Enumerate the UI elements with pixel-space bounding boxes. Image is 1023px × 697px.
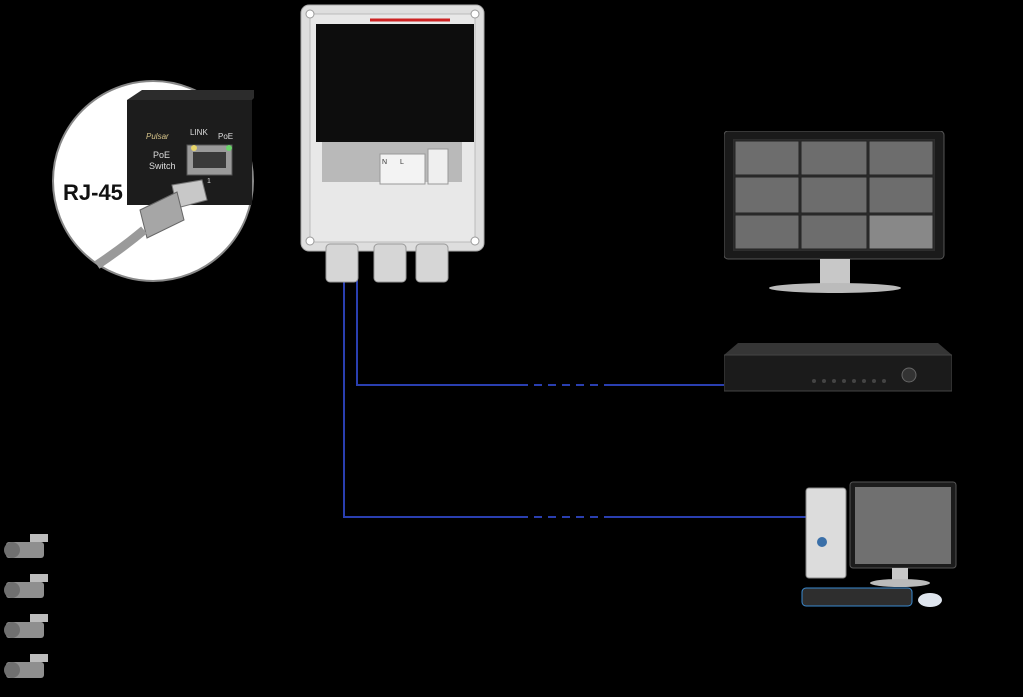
monitor-graphic [724,131,945,293]
brand-logo: Pulsar [146,132,169,141]
cctv-camera [0,652,52,690]
nvr-graphic [724,343,952,392]
poe-switch-enclosure: N L [300,4,485,284]
rj45-inset: Pulsar PoE Switch LINK PoE 1 [52,80,254,282]
port-number: 1 [207,178,211,185]
camera-icon [4,614,48,638]
camera-icon [4,574,48,598]
pc-workstation [800,480,960,615]
nvr-recorder [724,343,952,393]
terminal-n: N [382,159,388,166]
port-poe-label: PoE [218,132,234,141]
cable-to-nvr [356,275,725,386]
device-label-line2: Switch [149,161,176,171]
pc-graphic [801,481,957,607]
terminal-l: L [400,159,404,166]
rj45-label: RJ-45 [63,180,123,205]
device-label-line1: PoE [153,150,171,160]
port-link-label: LINK [190,128,208,137]
camera-icon [4,534,48,558]
rj45-inset-graphic [52,80,254,282]
monitor [724,131,946,293]
enclosure-graphic [300,4,485,283]
cctv-camera [0,572,52,610]
cctv-camera [0,612,52,650]
camera-icon [4,654,48,678]
cctv-camera [0,532,52,570]
cable-to-pc [343,275,808,518]
